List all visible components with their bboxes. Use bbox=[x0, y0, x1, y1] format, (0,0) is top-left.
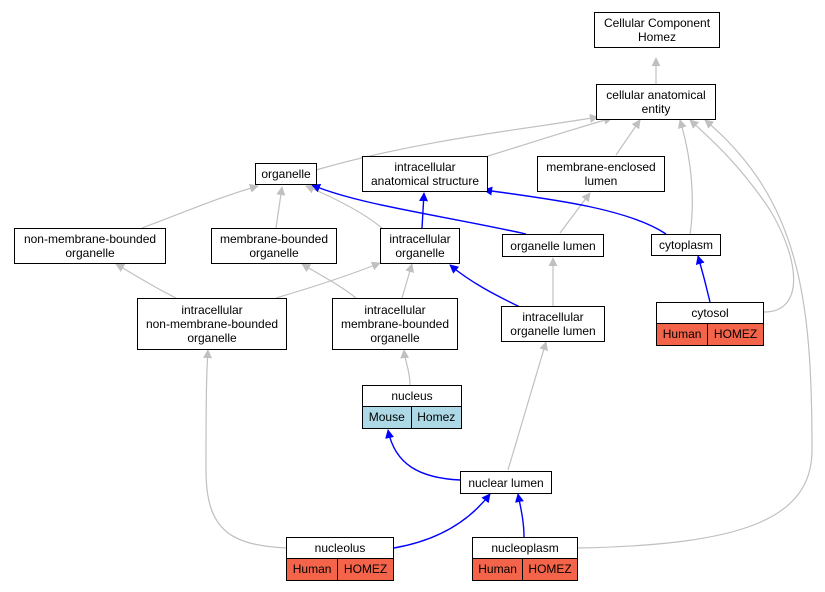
edge-iol-io[interactable] bbox=[449, 264, 523, 309]
node-cytoplasm[interactable]: cytoplasm bbox=[651, 234, 721, 256]
badge-homez[interactable]: HOMEZ bbox=[707, 324, 763, 345]
edge-nucleolus-nl[interactable] bbox=[393, 493, 491, 549]
node-cellular-component-homez[interactable]: Cellular Component Homez bbox=[594, 12, 720, 48]
node-organelle-lumen[interactable]: organelle lumen bbox=[502, 234, 604, 257]
node-intracellular-organelle-lumen[interactable]: intracellular organelle lumen bbox=[501, 306, 605, 342]
node-intracellular-organelle[interactable]: intracellular organelle bbox=[380, 228, 460, 264]
node-nucleoplasm-title: nucleoplasm bbox=[473, 538, 577, 559]
edge-io-organelle bbox=[305, 184, 383, 229]
badge-homez[interactable]: HOMEZ bbox=[337, 559, 393, 580]
edge-mel-cae bbox=[615, 119, 641, 156]
edge-nl-iol bbox=[507, 341, 549, 471]
edge-ol-organelle[interactable] bbox=[311, 183, 527, 235]
edge-nucleoplasm-nl[interactable] bbox=[515, 493, 525, 538]
node-nucleus[interactable]: nucleus Mouse Homez bbox=[362, 385, 462, 429]
edge-ol-mel bbox=[559, 192, 591, 234]
node-membrane-bounded-organelle[interactable]: membrane-bounded organelle bbox=[211, 228, 337, 264]
badge-homez[interactable]: HOMEZ bbox=[522, 559, 577, 580]
edge-nucleolus-inmbo bbox=[202, 349, 287, 549]
node-cellular-anatomical-entity[interactable]: cellular anatomical entity bbox=[596, 84, 716, 120]
node-nucleolus-title: nucleolus bbox=[287, 538, 393, 559]
edge-cytosol-cae bbox=[689, 119, 795, 313]
node-intracellular-non-membrane-bounded-organelle[interactable]: intracellular non-membrane-bounded organ… bbox=[137, 298, 287, 350]
badge-human[interactable]: Human bbox=[657, 324, 708, 345]
node-nucleolus[interactable]: nucleolus Human HOMEZ bbox=[286, 537, 394, 581]
edge-organelle-cae bbox=[315, 113, 599, 171]
node-intracellular-anatomical-structure[interactable]: intracellular anatomical structure bbox=[362, 156, 488, 192]
node-organelle[interactable]: organelle bbox=[255, 163, 317, 185]
edge-mbo-organelle bbox=[275, 186, 286, 229]
edge-nl-nucleus[interactable] bbox=[385, 429, 461, 481]
node-intracellular-membrane-bounded-organelle[interactable]: intracellular membrane-bounded organelle bbox=[332, 298, 458, 350]
edge-io-ias[interactable] bbox=[419, 192, 429, 229]
node-cytosol-title: cytosol bbox=[657, 303, 763, 324]
edge-nucleus-imbo bbox=[400, 349, 411, 386]
badge-human[interactable]: Human bbox=[287, 559, 338, 580]
node-non-membrane-bounded-organelle[interactable]: non-membrane-bounded organelle bbox=[14, 228, 166, 264]
edge-ias-cae bbox=[487, 115, 613, 157]
edge-cytoplasm-ias[interactable] bbox=[483, 186, 667, 235]
badge-homez[interactable]: Homez bbox=[410, 407, 462, 428]
edge-nmbo-organelle bbox=[141, 183, 259, 229]
node-nucleoplasm[interactable]: nucleoplasm Human HOMEZ bbox=[472, 537, 578, 581]
edge-inmbo-nmbo bbox=[115, 263, 177, 299]
edge-cytosol-cytoplasm[interactable] bbox=[695, 255, 711, 303]
node-membrane-enclosed-lumen[interactable]: membrane-enclosed lumen bbox=[537, 156, 665, 192]
edge-nucleoplasm-cae bbox=[577, 119, 813, 549]
badge-human[interactable]: Human bbox=[473, 559, 523, 580]
node-nucleus-title: nucleus bbox=[363, 386, 461, 407]
node-cytosol[interactable]: cytosol Human HOMEZ bbox=[656, 302, 764, 346]
edge-imbo-io bbox=[401, 263, 415, 299]
edge-imbo-mbo bbox=[301, 263, 357, 299]
edge-inmbo-io bbox=[275, 261, 381, 299]
badge-mouse[interactable]: Mouse bbox=[363, 407, 411, 428]
node-nuclear-lumen[interactable]: nuclear lumen bbox=[460, 471, 552, 494]
edge-cytoplasm-cae bbox=[678, 119, 693, 236]
